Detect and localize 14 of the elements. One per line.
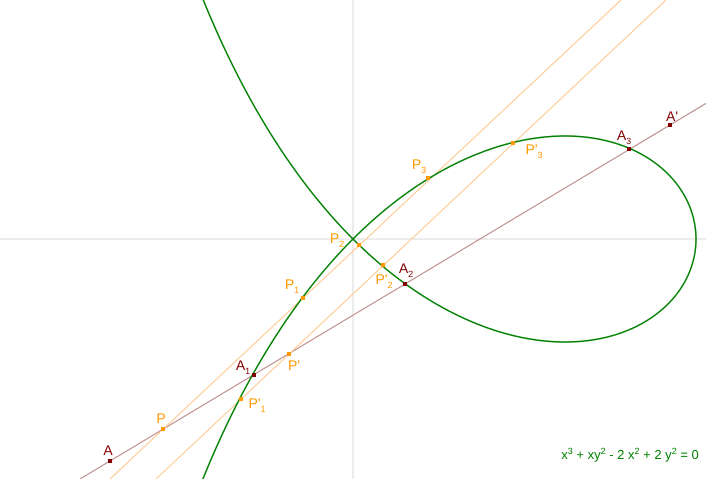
point-label: P$_{1}$ xyxy=(284,277,300,295)
point-label: P'$_{3}$ xyxy=(525,142,543,160)
point-label: P$_{2}$ xyxy=(330,231,344,249)
point-label: P'$_{1}$ xyxy=(248,396,266,414)
point-label: P$_{3}$ xyxy=(412,157,426,175)
point-label: A' xyxy=(666,109,678,123)
point-label: A$_{2}$ xyxy=(398,261,414,279)
point-label: A xyxy=(103,443,113,457)
point-label: P'$_{2}$ xyxy=(375,272,393,290)
point-label: P xyxy=(156,411,166,425)
equation-label: x$^{3}$ + xy$^{2}$ - 2 x$^{2}$ + 2 y$^{2}$ = 0 xyxy=(561,446,699,462)
point-label: A$_{1}$ xyxy=(236,358,250,376)
point-label: A$_{3}$ xyxy=(616,128,632,146)
point-label: P' xyxy=(288,358,300,372)
